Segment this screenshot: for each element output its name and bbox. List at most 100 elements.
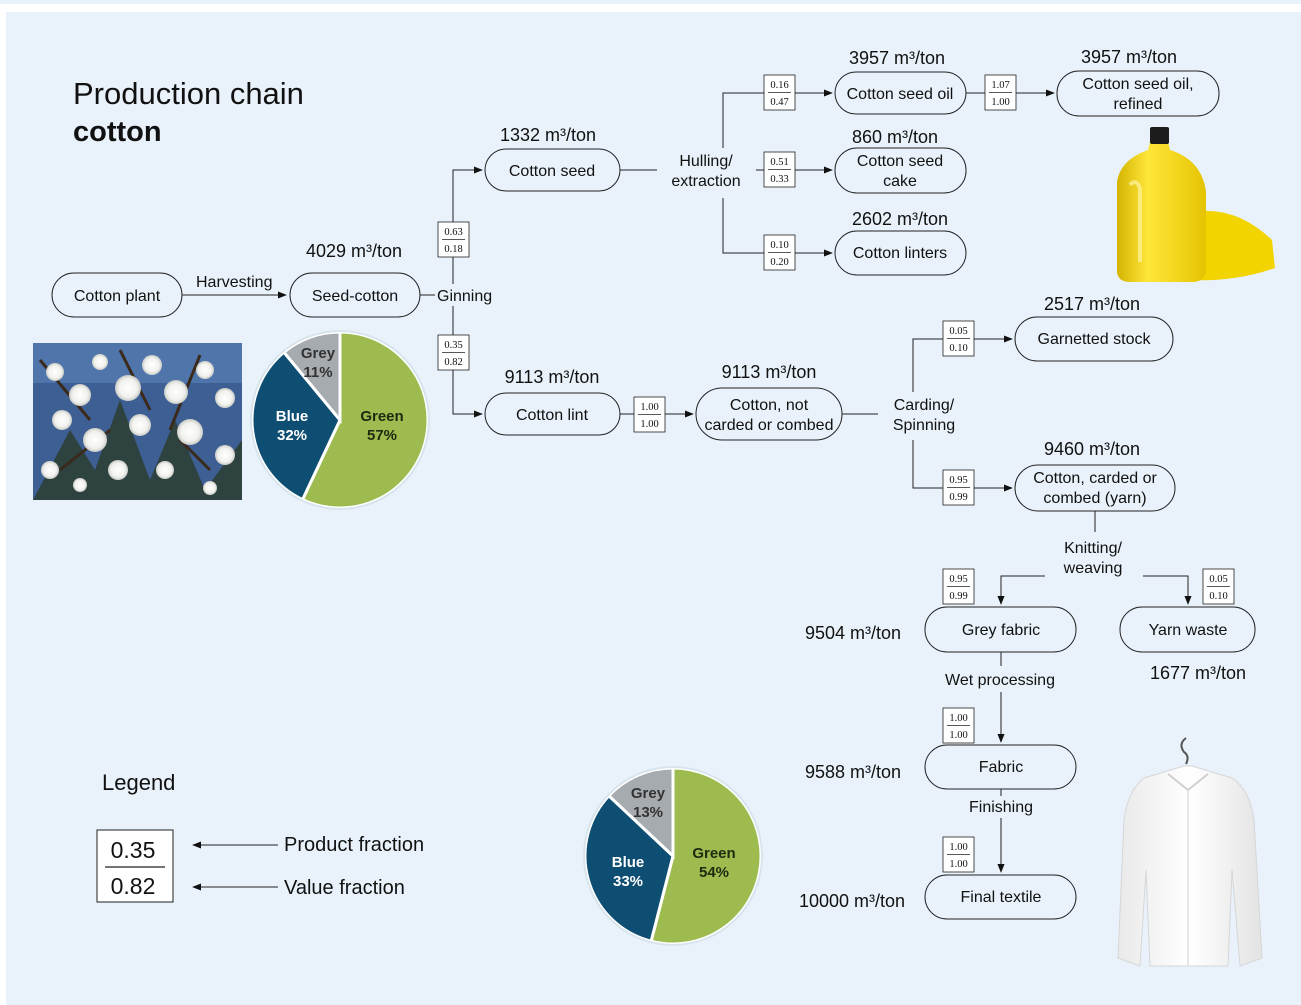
title-line-2: cotton	[73, 116, 162, 148]
node-cotton-lint-label: Cotton lint	[516, 407, 589, 424]
wf-cotton-linters: 2602 m³/ton	[852, 209, 948, 229]
shirt-icon	[1117, 737, 1263, 967]
process-ginning: Ginning	[437, 288, 492, 305]
legend-title: Legend	[102, 770, 175, 795]
fraction-oil-product: 0.16	[770, 80, 788, 91]
fraction-box-carded: 0.95 0.99	[942, 469, 975, 506]
pie-label-green: Green	[360, 408, 403, 425]
wf-garnetted-stock: 2517 m³/ton	[1044, 294, 1140, 314]
pie-label-blue: Blue	[612, 854, 645, 871]
fraction-box-final-textile: 1.00 1.00	[942, 836, 975, 873]
pie-slice-green	[649, 766, 763, 946]
fraction-lint-product: 0.35	[444, 340, 462, 351]
fraction-seed-product: 0.63	[444, 227, 462, 238]
pie-slice-blue	[250, 350, 342, 502]
fraction-oil-refined-value: 1.00	[991, 97, 1009, 108]
fraction-grey-fabric-product: 0.95	[949, 574, 967, 585]
pie-outline	[583, 766, 763, 946]
process-knitting-line1: Knitting/	[1064, 540, 1122, 557]
pie-value-grey: 11%	[303, 364, 332, 381]
fraction-box-oil-refined: 1.07 1.00	[984, 74, 1017, 111]
cotton-plant-photo	[33, 343, 242, 500]
fraction-box-not-carded: 1.00 1.00	[633, 396, 666, 433]
fraction-linters-value: 0.20	[770, 257, 788, 268]
title-line-1: Production chain	[73, 76, 304, 111]
pie-slice-blue	[583, 793, 675, 944]
pie-slice-green	[300, 330, 430, 510]
wf-cotton-seed: 1332 m³/ton	[500, 125, 596, 145]
node-grey-fabric: Grey fabric	[924, 606, 1077, 653]
node-garnetted-stock: Garnetted stock	[1014, 316, 1174, 362]
fraction-box-seed: 0.63 0.18	[437, 221, 470, 258]
node-cotton-seed: Cotton seed	[484, 148, 621, 192]
fraction-fabric-product: 1.00	[949, 713, 967, 724]
fraction-oil-value: 0.47	[770, 97, 788, 108]
node-yarn-waste: Yarn waste	[1119, 606, 1256, 653]
pie-value-blue: 32%	[277, 427, 307, 444]
node-cotton-not-carded-line1: Cotton, not	[730, 397, 809, 414]
fraction-box-lint: 0.35 0.82	[437, 334, 470, 371]
legend-value-label: Value fraction	[284, 877, 405, 899]
pie-value-blue: 33%	[613, 873, 643, 890]
fraction-linters-product: 0.10	[770, 240, 788, 251]
fraction-box-cake: 0.51 0.33	[763, 151, 796, 188]
fraction-grey-fabric-value: 0.99	[949, 591, 967, 602]
node-cotton-seed-oil: Cotton seed oil	[834, 71, 967, 115]
fraction-yarn-waste-value: 0.10	[1209, 591, 1227, 602]
pie-label-grey: Grey	[631, 785, 666, 802]
wf-grey-fabric: 9504 m³/ton	[805, 623, 901, 643]
wf-yarn-waste: 1677 m³/ton	[1150, 663, 1246, 683]
node-cotton-seed-oil-label: Cotton seed oil	[847, 86, 954, 103]
wf-cotton-lint: 9113 m³/ton	[505, 367, 600, 387]
connector-knitting-greyfabric	[997, 575, 1045, 605]
pie-label-blue: Blue	[276, 408, 309, 425]
legend-product-label: Product fraction	[284, 834, 424, 856]
process-harvesting: Harvesting	[196, 274, 272, 291]
node-garnetted-stock-label: Garnetted stock	[1038, 331, 1152, 348]
node-grey-fabric-label: Grey fabric	[962, 622, 1040, 639]
connector-knitting-yarnwaste	[1143, 575, 1192, 605]
fraction-carded-product: 0.95	[949, 475, 967, 486]
fraction-garnetted-product: 0.05	[949, 326, 967, 337]
node-cotton-carded-line1: Cotton, carded or	[1033, 470, 1157, 487]
node-cotton-plant: Cotton plant	[51, 272, 183, 318]
node-seed-cotton: Seed-cotton	[289, 272, 421, 318]
fraction-seed-value: 0.18	[444, 244, 462, 255]
fraction-carded-value: 0.99	[949, 492, 967, 503]
process-hulling-line2: extraction	[671, 173, 740, 190]
node-fabric: Fabric	[924, 744, 1077, 790]
wf-seed-cotton: 4029 m³/ton	[306, 241, 402, 261]
fraction-not-carded-value: 1.00	[640, 419, 658, 430]
node-final-textile: Final textile	[924, 874, 1077, 920]
fraction-box-fabric: 1.00 1.00	[942, 707, 975, 744]
process-carding-line1: Carding/	[894, 397, 955, 414]
node-cotton-seed-cake: Cotton seed cake	[834, 147, 967, 194]
top-strip	[0, 0, 1301, 4]
fraction-lint-value: 0.82	[444, 357, 462, 368]
pie-slice-grey	[606, 766, 675, 860]
node-cotton-plant-label: Cotton plant	[74, 288, 161, 305]
fraction-yarn-waste-product: 0.05	[1209, 574, 1227, 585]
pie-outline	[250, 330, 430, 510]
node-cotton-seed-cake-line1: Cotton seed	[857, 153, 943, 170]
node-cotton-not-carded: Cotton, not carded or combed	[695, 387, 843, 441]
node-cotton-seed-oil-refined: Cotton seed oil, refined	[1056, 70, 1220, 117]
pie-label-green: Green	[692, 845, 735, 862]
node-fabric-label: Fabric	[979, 759, 1023, 776]
connector-carding-carded	[912, 440, 1013, 492]
process-knitting-line2: weaving	[1063, 560, 1123, 577]
fraction-not-carded-product: 1.00	[640, 402, 658, 413]
process-wet-processing: Wet processing	[945, 672, 1055, 689]
node-final-textile-label: Final textile	[961, 889, 1042, 906]
fraction-final-textile-product: 1.00	[949, 842, 967, 853]
connector-carding-garnetted	[912, 335, 1013, 392]
pie-label-grey: Grey	[301, 345, 336, 362]
legend-value-value: 0.82	[111, 873, 156, 899]
wf-final-textile: 10000 m³/ton	[799, 891, 905, 911]
node-seed-cotton-label: Seed-cotton	[312, 288, 398, 305]
node-cotton-not-carded-line2: carded or combed	[705, 417, 834, 434]
node-cotton-lint: Cotton lint	[484, 392, 621, 436]
node-cotton-seed-label: Cotton seed	[509, 163, 595, 180]
